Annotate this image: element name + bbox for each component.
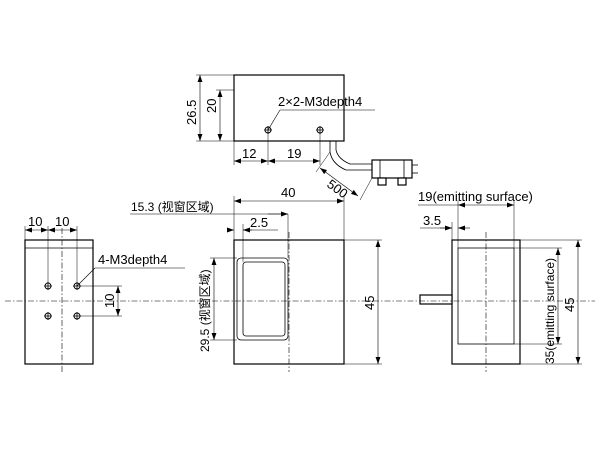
top-view: 2×2-M3depth4 26.5 20 12 19: [184, 74, 418, 201]
center-lines: [5, 228, 595, 372]
window-inner: [242, 261, 286, 337]
top-hole-pitch: 19: [287, 146, 301, 161]
front-offset: 2.5: [250, 215, 268, 230]
right-emitting-width: 19(emitting surface): [418, 189, 533, 204]
right-offset: 3.5: [423, 213, 441, 228]
front-window-label: 15.3 (视窗区域): [131, 199, 214, 214]
left-dim-a: 10: [28, 214, 42, 229]
right-view: 19(emitting surface) 3.5 35(emitting sur…: [418, 189, 582, 365]
top-height-inner: 20: [204, 99, 219, 113]
front-height: 45: [362, 296, 377, 310]
top-view-body: [233, 74, 345, 142]
window-outer: [236, 257, 289, 341]
front-width: 40: [281, 185, 295, 200]
left-dim-b: 10: [55, 214, 69, 229]
right-height: 45: [562, 298, 577, 312]
right-emitting-height: 35(emitting surface): [543, 258, 557, 364]
top-hole-note: 2×2-M3depth4: [278, 94, 362, 109]
connector: [371, 159, 418, 186]
left-hole-note: 4-M3depth4: [98, 252, 167, 267]
top-offset-left: 12: [242, 146, 256, 161]
front-window-height: 29.5 (视窗区域): [197, 269, 212, 352]
left-view-body: [24, 239, 94, 365]
cable-length: 500: [324, 176, 350, 201]
left-view: 10 10 4-M3depth4 10: [24, 214, 185, 365]
top-height-outer: 26.5: [184, 100, 199, 125]
right-cable-stub: [419, 294, 453, 305]
front-view: 40 15.3 (视窗区域) 2.5 29.5 (视窗区域) 45: [130, 185, 382, 365]
